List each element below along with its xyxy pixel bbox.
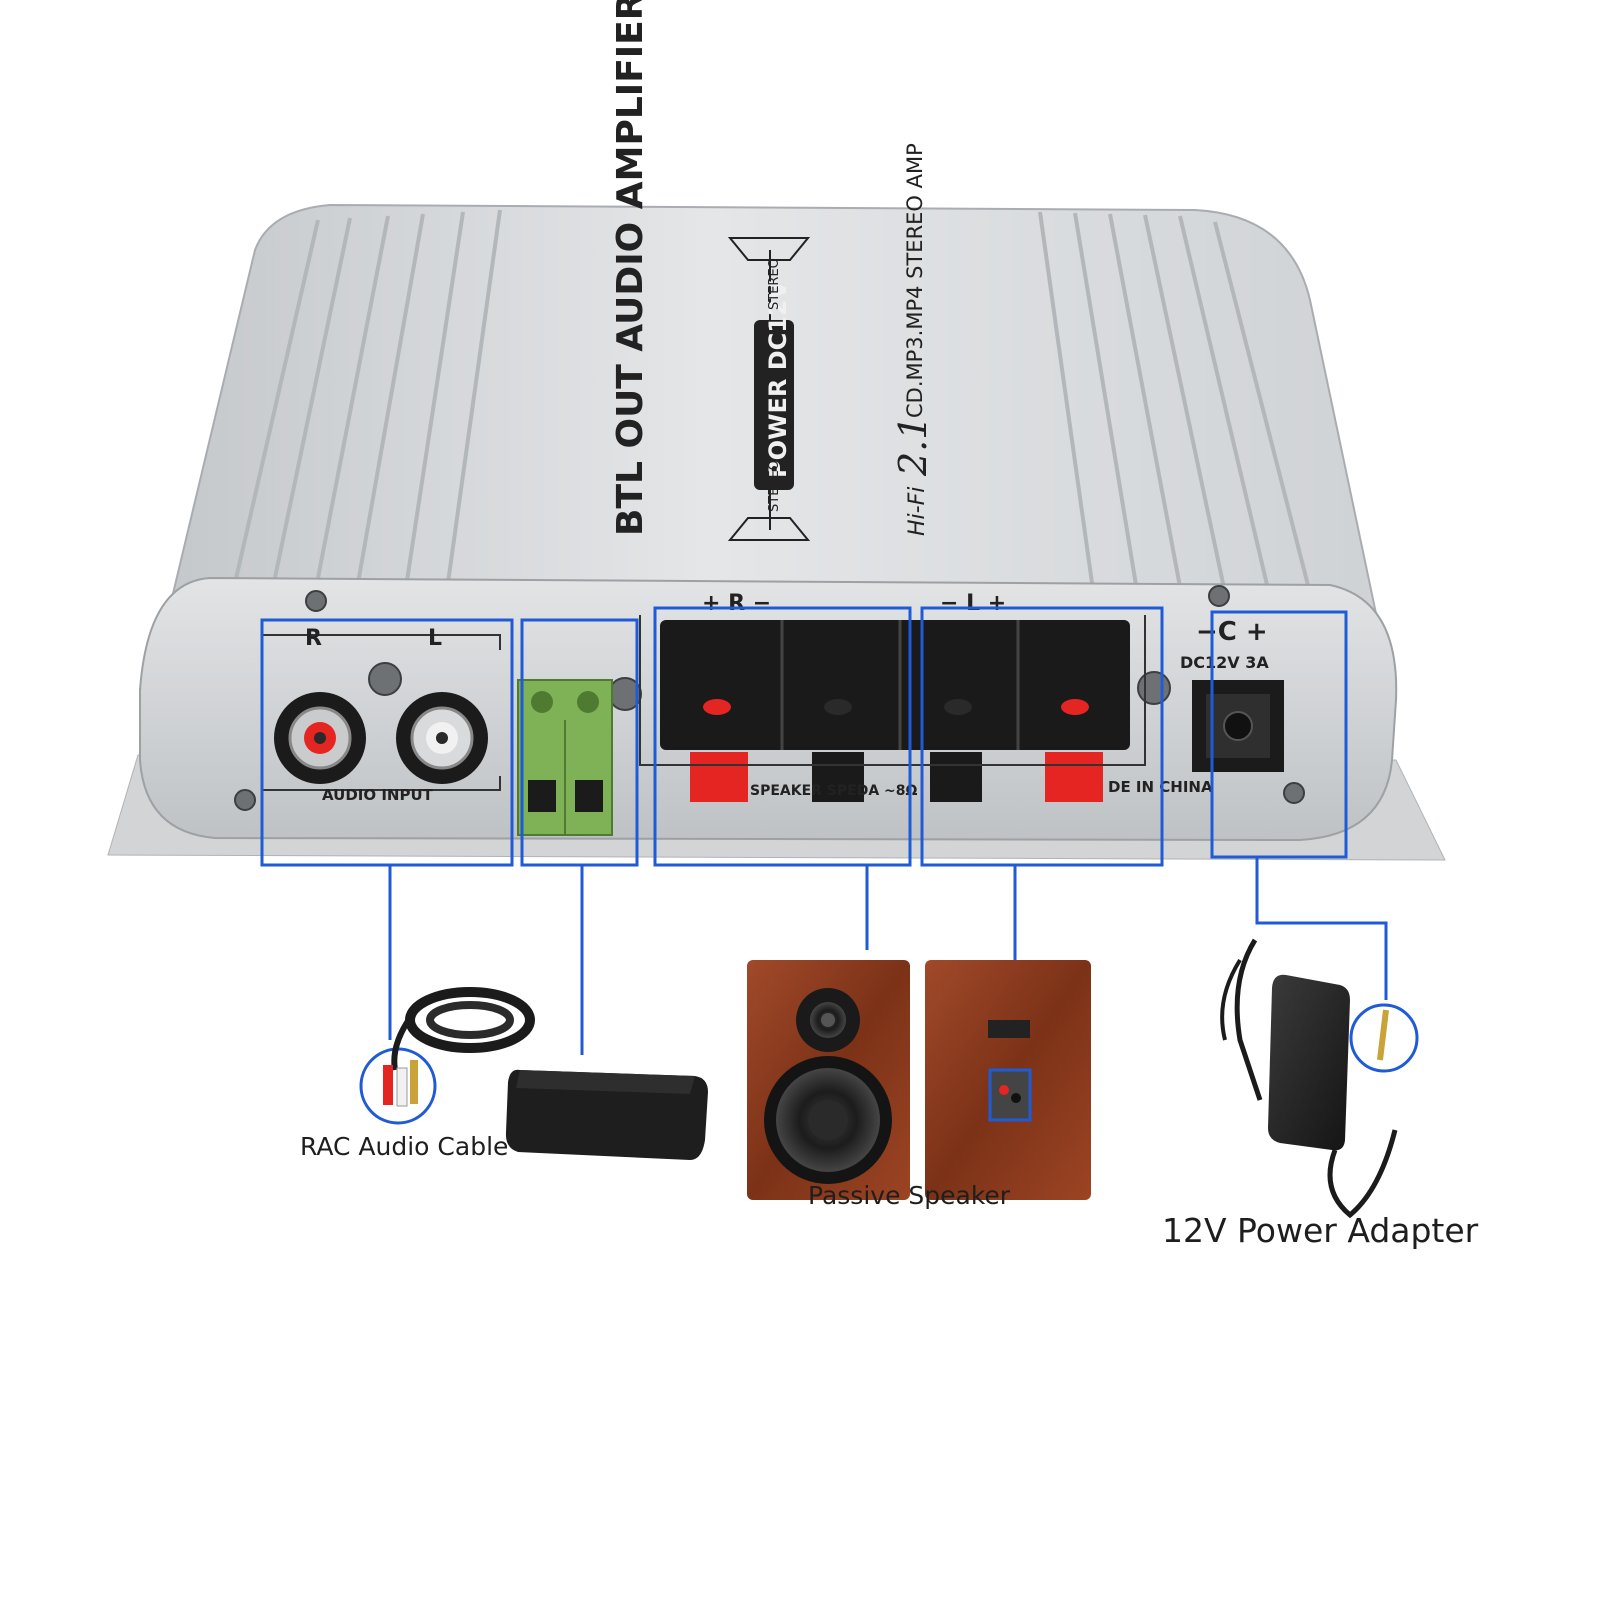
power-adapter [1220, 938, 1398, 1219]
callout-box-audio-input [260, 618, 514, 867]
input-l-label: L [428, 626, 442, 651]
power-badge-text: POWER DC12V [764, 280, 792, 478]
power-badge [754, 320, 794, 490]
audio-input-section: R L AUDIO INPUT [261, 626, 501, 804]
dc-jack-icon [1192, 680, 1284, 772]
dc-polarity-symbol: −C + [1196, 617, 1268, 647]
speaker-impedance-label: SPEAKER SPEDA ~8Ω [750, 783, 918, 799]
hifi-channels: 2.1 [891, 416, 935, 477]
input-r-label: R [305, 626, 322, 651]
passive-speaker-back [925, 960, 1091, 1200]
callout-lines [260, 606, 1419, 1125]
stereo-label-left: STEREO [767, 460, 782, 512]
caption-passive-speaker: Passive Speaker [808, 1181, 1011, 1210]
portable-speaker [505, 1069, 708, 1160]
caption-power-adapter: 12V Power Adapter [1162, 1211, 1479, 1250]
callout-circle-dc-plug [1349, 1003, 1419, 1073]
amplifier-model-title: BTL OUT AUDIO AMPLIFIER [610, 0, 651, 536]
top-print: BTL OUT AUDIO AMPLIFIER POWER DC12V STER… [610, 0, 935, 541]
callout-box-speaker-left [920, 606, 1164, 867]
heatsink-fins [220, 209, 1324, 641]
callout-box-speaker-right [653, 606, 912, 867]
caption-rac-audio-cable: RAC Audio Cable [300, 1132, 509, 1161]
hifi-prefix: Hi-Fi [905, 487, 930, 536]
speaker-cone-icon [764, 1056, 892, 1184]
callout-box-dc-input [1210, 610, 1348, 859]
speaker-terminal-icon [639, 615, 1146, 802]
stereo-label-right: STEREO [767, 258, 782, 310]
speaker-right-polarity: + R − [702, 591, 771, 616]
speaker-left-polarity: − L + [940, 591, 1006, 616]
hifi-description: CD.MP3.MP4 STEREO AMP [903, 143, 927, 418]
callout-box-terminal-block [520, 618, 639, 867]
rca-audio-cable [383, 987, 535, 1107]
passive-speaker-front [747, 960, 910, 1200]
rca-jack-icon [274, 692, 366, 784]
green-terminal-block [517, 679, 613, 836]
dc-rating-label: DC12V 3A [1180, 653, 1269, 672]
made-in-label: DE IN CHINA [1108, 778, 1213, 796]
amplifier: BTL OUT AUDIO AMPLIFIER POWER DC12V STER… [107, 0, 1446, 861]
audio-input-label: AUDIO INPUT [322, 786, 434, 804]
rca-jack-icon [396, 692, 488, 784]
speaker-cone-icon [796, 988, 860, 1052]
